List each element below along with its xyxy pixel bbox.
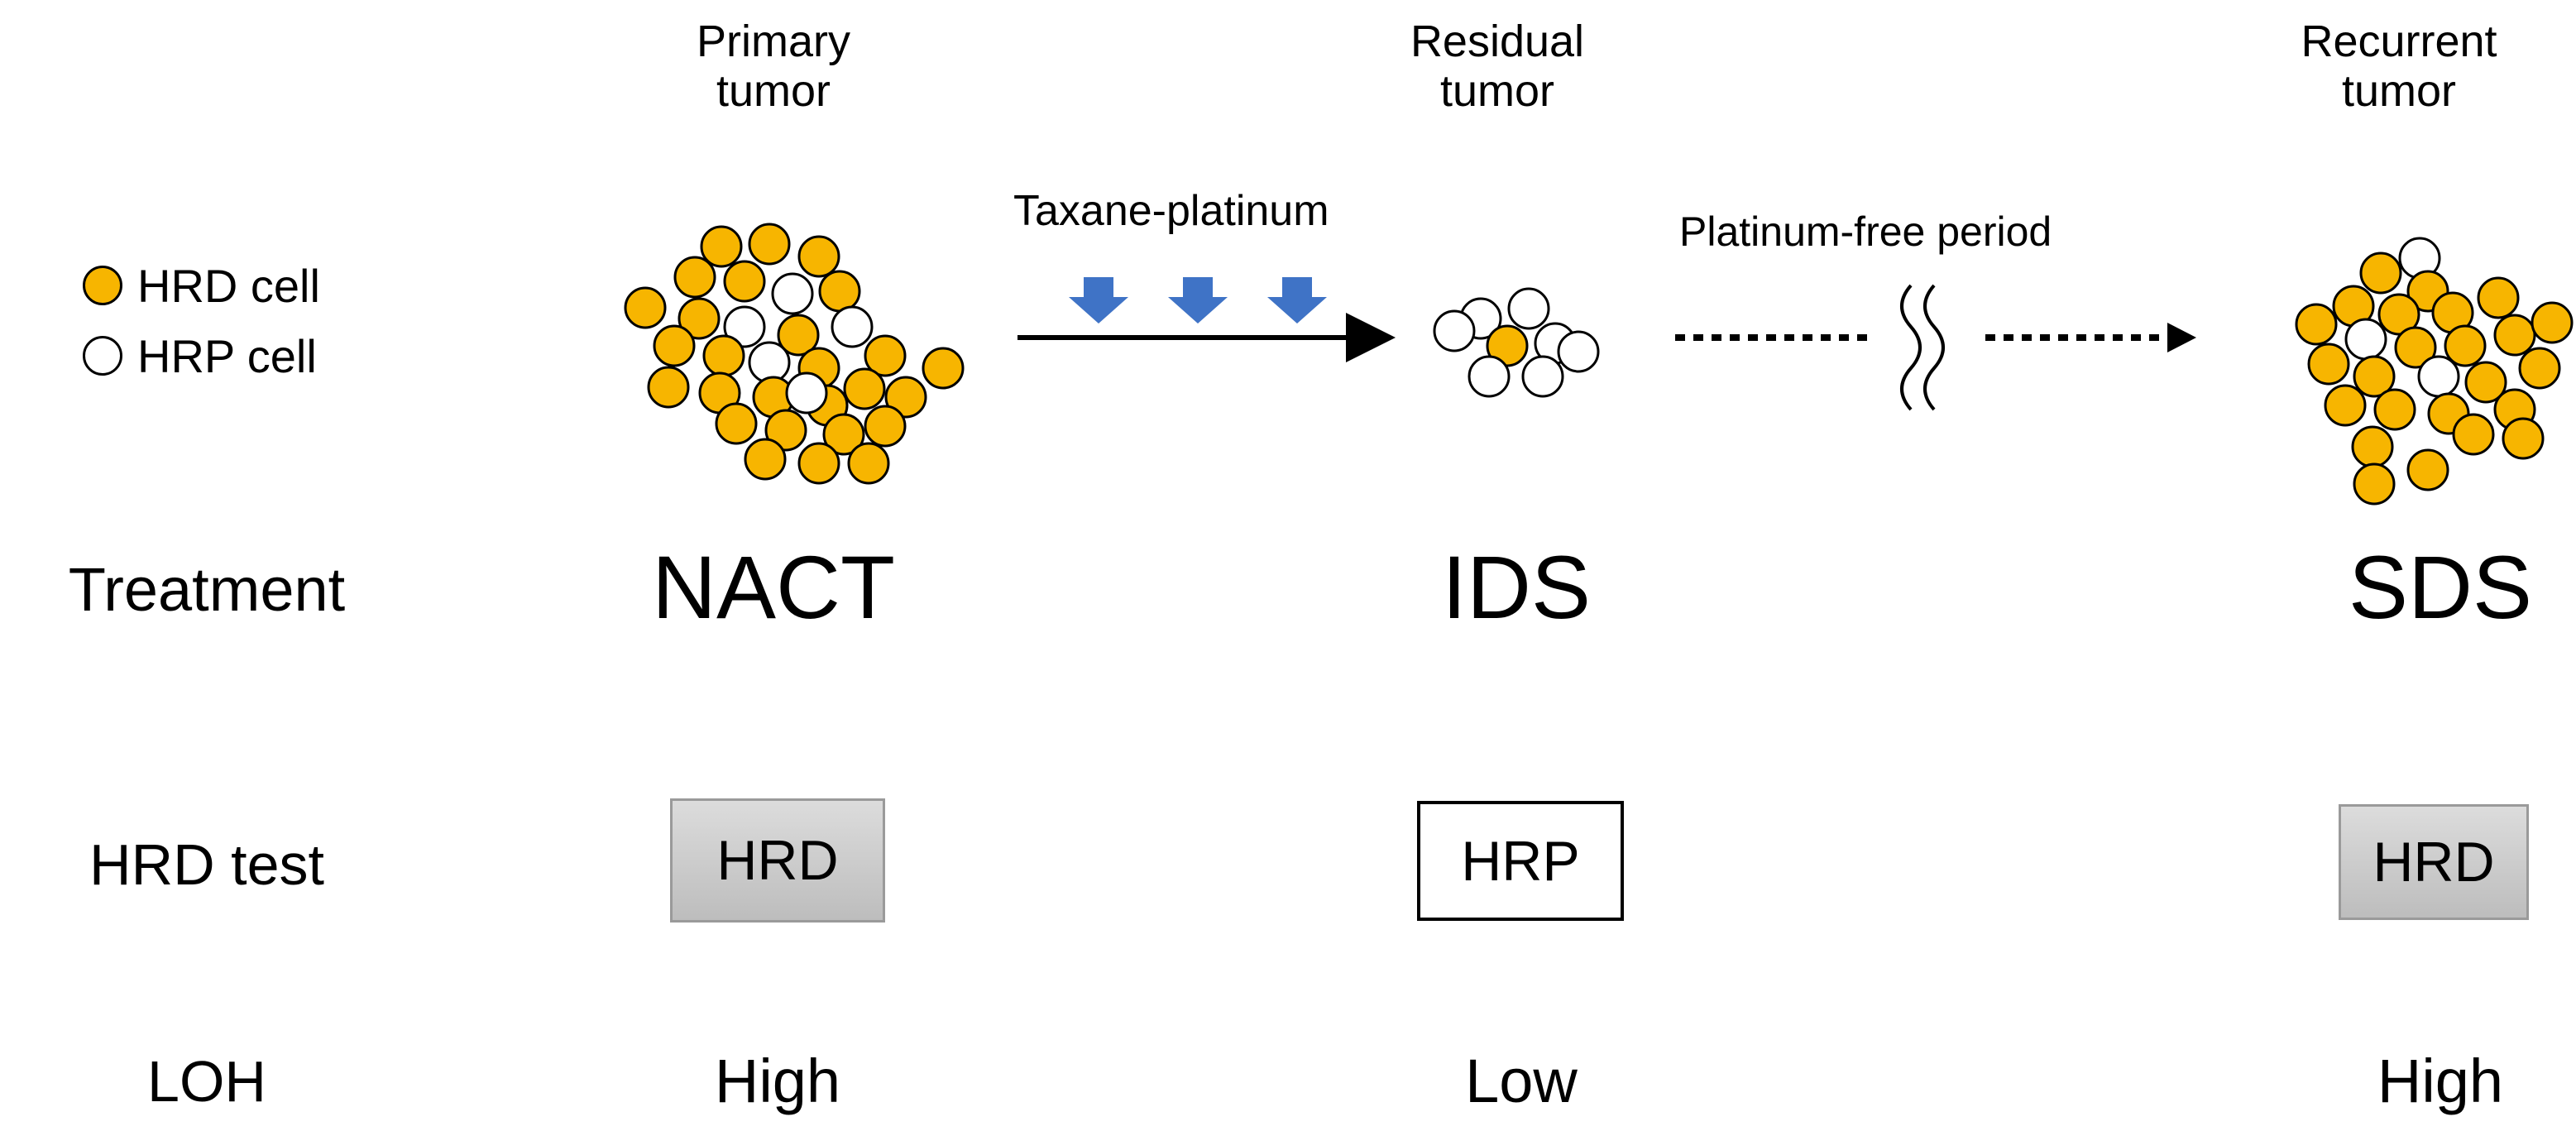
hrp-cell-icon (83, 336, 122, 376)
residual-tumor-cluster (1433, 287, 1600, 398)
treatment-primary: NACT (652, 537, 895, 637)
platinum-free-period-label: Platinum-free period (1679, 208, 2052, 255)
loh-residual: Low (1465, 1047, 1578, 1115)
stage-title-residual: Residual tumor (1410, 17, 1585, 116)
platinum-free-arrowhead (2167, 323, 2196, 352)
hrd-test-recurrent-label: HRD (2373, 831, 2495, 894)
hrd-cell-icon (83, 266, 122, 305)
hrd-test-residual-badge: HRP (1417, 801, 1624, 921)
hrd-test-residual-label: HRP (1461, 829, 1580, 893)
row-label-hrd-test: HRD test (89, 832, 324, 897)
legend-hrp: HRP cell (83, 329, 317, 382)
hrd-test-primary-badge: HRD (670, 798, 885, 923)
treatment-recurrent: SDS (2348, 537, 2533, 637)
taxane-platinum-cycles (1069, 277, 1327, 323)
stage-title-primary: Primary tumor (697, 17, 850, 116)
loh-primary: High (714, 1047, 841, 1115)
taxane-platinum-label: Taxane-platinum (1013, 187, 1329, 235)
stage-title-recurrent: Recurrent tumor (2301, 17, 2497, 116)
treatment-residual: IDS (1441, 537, 1592, 637)
hrd-test-recurrent-badge: HRD (2339, 804, 2529, 920)
legend-hrd: HRD cell (83, 259, 320, 312)
legend-hrp-label: HRP cell (137, 329, 317, 382)
recurrent-tumor-cluster (2295, 237, 2574, 506)
row-label-treatment: Treatment (68, 555, 346, 624)
time-break-icon (1900, 284, 1945, 411)
row-label-loh: LOH (147, 1049, 266, 1114)
primary-tumor-cluster (624, 223, 965, 485)
hrd-test-primary-label: HRD (716, 829, 839, 892)
loh-recurrent: High (2377, 1047, 2504, 1115)
legend-hrd-label: HRD cell (137, 259, 320, 312)
